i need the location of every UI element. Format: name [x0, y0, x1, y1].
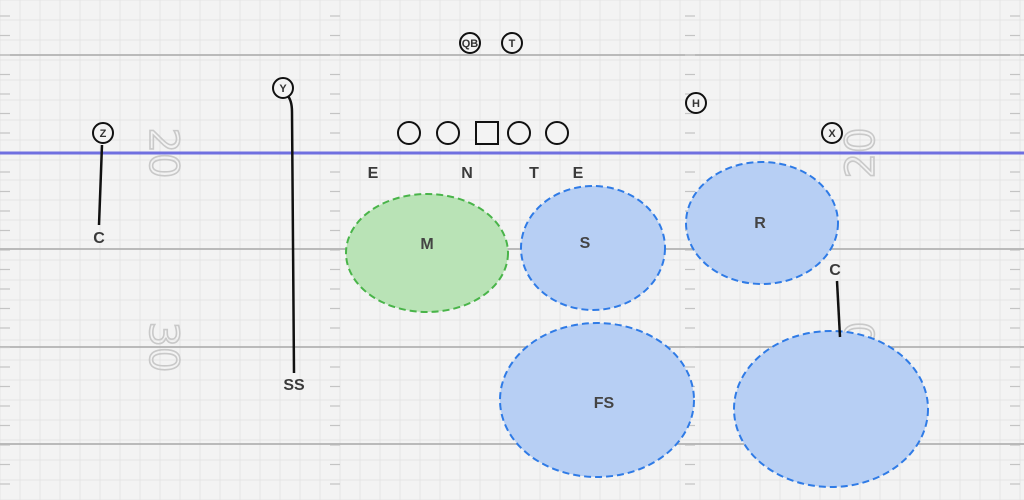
player-qb: QB — [459, 32, 481, 54]
defense-line-label: T — [529, 165, 539, 182]
zone-r: R — [685, 161, 839, 285]
lineman-circle — [507, 121, 531, 145]
zone-ellipse — [520, 185, 666, 311]
offensive-line — [397, 121, 569, 145]
zone-label: S — [580, 235, 591, 252]
center-square — [475, 121, 499, 145]
lineman-circle — [436, 121, 460, 145]
player-y: Y — [272, 77, 294, 99]
player-circle — [272, 77, 294, 99]
zone-ellipse — [345, 193, 509, 313]
defender-label: SS — [283, 377, 305, 394]
route-line — [286, 94, 296, 374]
player-circle — [459, 32, 481, 54]
zone-label: R — [754, 215, 766, 232]
defender-label: C — [829, 262, 841, 279]
player-circle — [501, 32, 523, 54]
zone-ellipse — [499, 322, 695, 478]
lineman-circle — [545, 121, 569, 145]
player-label: QB — [462, 38, 479, 50]
player-t: T — [501, 32, 523, 54]
defense-line-label: N — [461, 165, 473, 182]
hash-marks — [0, 15, 1020, 485]
player-circle — [685, 92, 707, 114]
player-label: Z — [100, 128, 107, 140]
player-circle — [821, 122, 843, 144]
zone-ellipse — [733, 330, 929, 488]
player-label: T — [509, 38, 516, 50]
zone-m: M — [345, 193, 509, 313]
player-z: Z — [92, 122, 114, 144]
zone-s: S — [520, 185, 666, 311]
player-label: Y — [279, 83, 287, 95]
player-label: H — [692, 98, 700, 110]
zone-fs: FS — [499, 322, 695, 478]
lineman-circle — [397, 121, 421, 145]
zone-label: M — [420, 236, 433, 253]
route-line — [835, 280, 842, 338]
player-x: X — [821, 122, 843, 144]
player-circle — [92, 122, 114, 144]
defender-label: C — [93, 230, 105, 247]
player-label: X — [828, 128, 836, 140]
zone-ellipse — [685, 161, 839, 285]
defense-line-label: E — [573, 165, 584, 182]
defense-line-label: E — [368, 165, 379, 182]
zone-label: FS — [594, 395, 615, 412]
yard-number: 30 — [140, 322, 186, 373]
zone-deep-right — [733, 330, 929, 488]
player-h: H — [685, 92, 707, 114]
route-line — [97, 144, 104, 226]
